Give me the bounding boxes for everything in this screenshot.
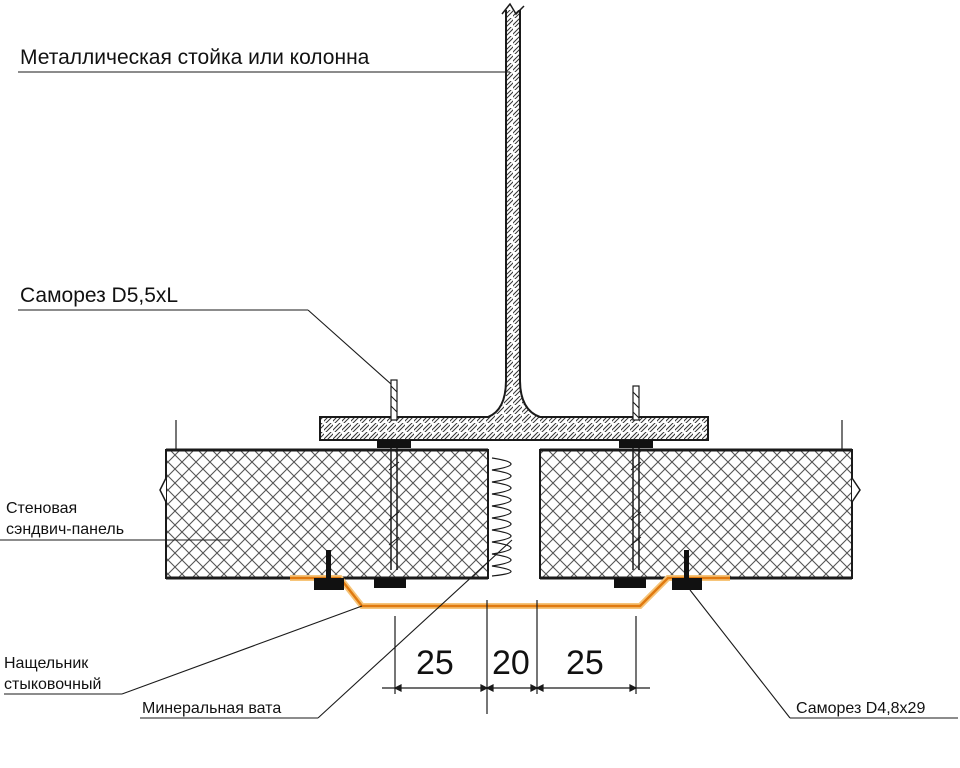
panel-label-line2: сэндвич-панель bbox=[6, 521, 125, 538]
screw-large-left bbox=[374, 379, 411, 588]
dimension-lines bbox=[382, 600, 650, 714]
sandwich-panel-right bbox=[539, 420, 861, 580]
screw-large-right bbox=[614, 385, 653, 588]
mineral-wool-fill bbox=[491, 457, 512, 577]
screw-small-left bbox=[314, 550, 344, 590]
column-label: Металлическая стойка или колонна bbox=[20, 46, 370, 69]
panel-label-line1: Стеновая bbox=[6, 500, 78, 517]
dimension-center: 20 bbox=[492, 644, 530, 682]
flashing-label-line1: Нащельник bbox=[4, 655, 89, 672]
dimension-right: 25 bbox=[566, 644, 604, 682]
screw-small-right bbox=[672, 550, 702, 590]
sandwich-panel-left bbox=[159, 420, 489, 580]
screw-small-label: Саморез D4,8x29 bbox=[796, 700, 926, 717]
mineral-wool-label: Минеральная вата bbox=[142, 700, 282, 717]
joint-flashing bbox=[290, 575, 730, 609]
leader-lines bbox=[0, 71, 958, 719]
flashing-label-line2: стыковочный bbox=[4, 676, 102, 693]
dimension-left: 25 bbox=[416, 644, 454, 682]
metal-column bbox=[319, 2, 709, 441]
screw-large-label: Саморез D5,5xL bbox=[20, 284, 179, 307]
